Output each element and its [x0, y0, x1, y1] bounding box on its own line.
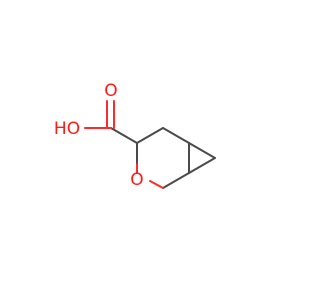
bond-c7-ring-oxygen [149, 180, 164, 189]
bond-c3-c4 [136, 127, 164, 144]
bond-c5-cyclopropyl [188, 142, 216, 159]
bond-c6-cyclopropyl [188, 157, 216, 174]
bond-c3-carboxyl-carbon [110, 127, 138, 144]
molecule-structure: O HO O [54, 81, 216, 190]
carbonyl-oxygen-label: O [104, 81, 117, 101]
hydroxyl-label: HO [54, 119, 80, 139]
bond-c4-c5 [162, 127, 190, 144]
ring-oxygen-label: O [130, 170, 143, 190]
bonds [84, 100, 216, 189]
atom-labels: O HO O [54, 81, 144, 190]
bond-c6-c7 [162, 172, 190, 189]
